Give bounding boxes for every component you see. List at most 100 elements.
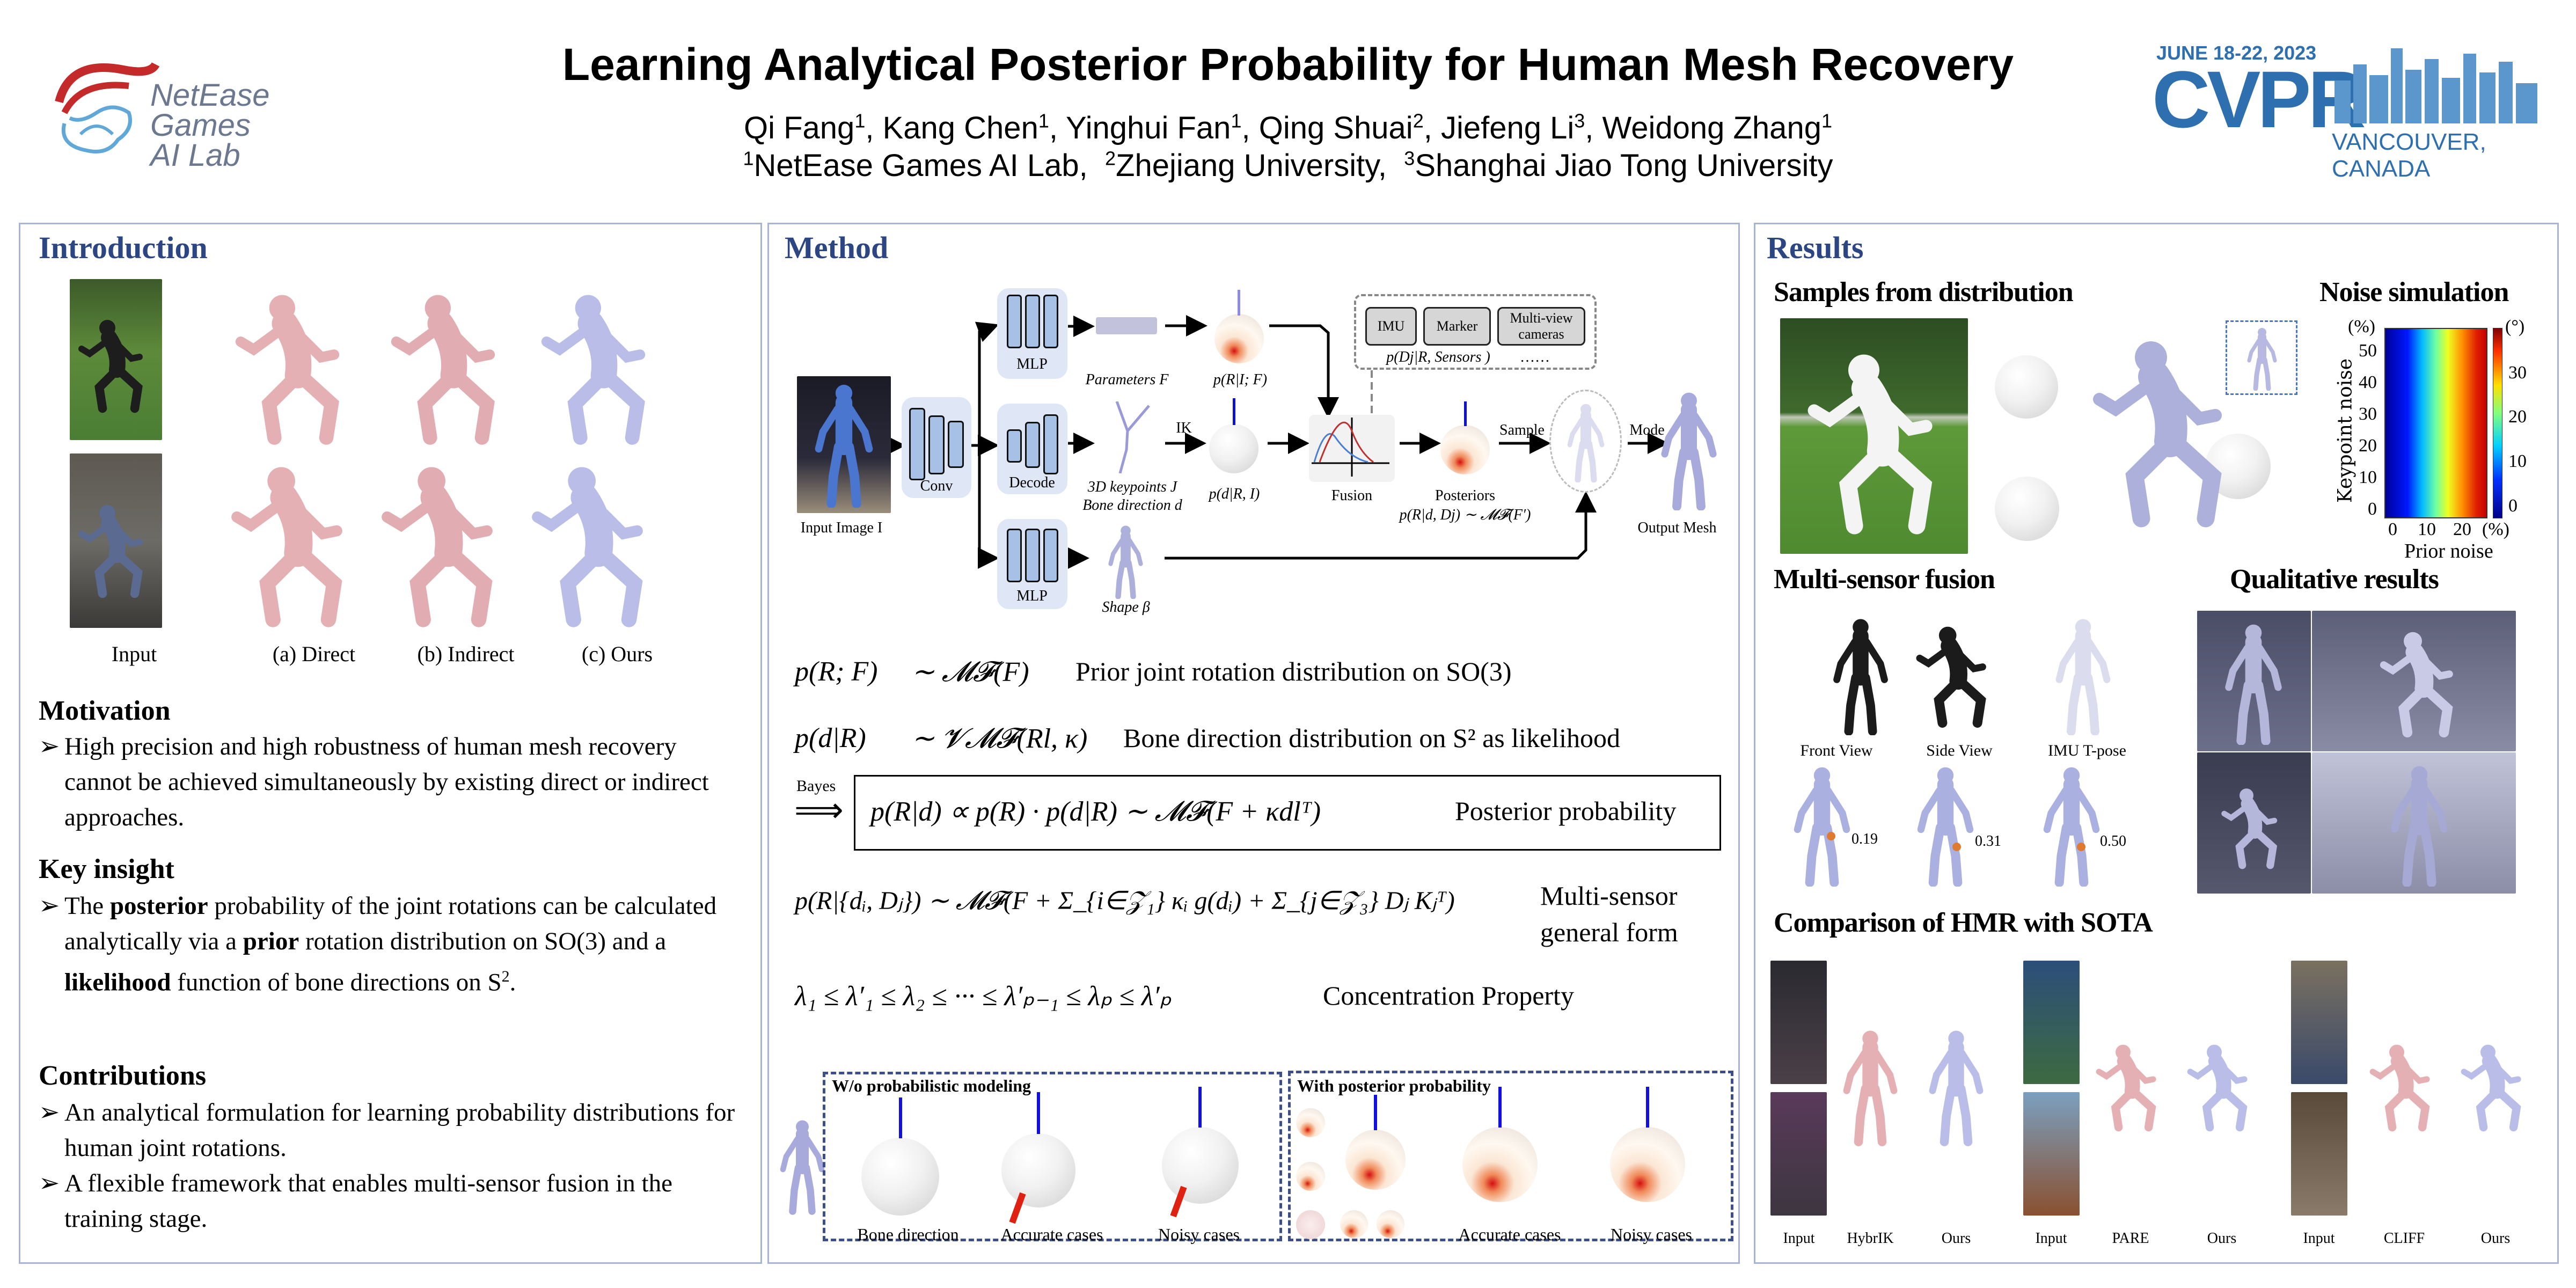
up-arrow-icon: [1198, 1087, 1202, 1128]
small-posterior-sphere: [1296, 1108, 1325, 1137]
athlete-figure-icon: [808, 382, 880, 508]
accurate-posterior-sphere: [1462, 1127, 1538, 1202]
affiliation: 1NetEase Games AI Lab,: [743, 148, 1088, 184]
bayes-label: Bayes: [796, 777, 836, 795]
posterior-equation: p(R|d) ∝ p(R) · p(d|R) ∼ 𝓜𝓕(F + κdlᵀ): [870, 796, 1321, 827]
keypoints-label: 3D keypoints J: [1087, 479, 1177, 495]
qualitative-image: [2197, 611, 2311, 751]
noise-heatmap: [2384, 328, 2487, 518]
up-arrow-icon: [1238, 290, 1240, 316]
mlp-label: MLP: [1016, 356, 1048, 372]
sota-input-photo: [2023, 961, 2080, 1084]
imu-tpose-label: IMU T-pose: [2048, 742, 2126, 759]
y-tick: 0: [2368, 499, 2377, 519]
mlp-label: MLP: [1016, 588, 1048, 604]
sota-label: CLIFF: [2383, 1230, 2425, 1247]
author: Kang Chen1,: [882, 110, 1066, 146]
author: Qing Shuai2,: [1258, 110, 1441, 146]
bone-direction-label: Bone direction: [857, 1225, 959, 1244]
decode-block: Decode: [997, 404, 1067, 494]
indirect-mesh-2: [370, 462, 521, 628]
without-probabilistic-title: W/o probabilistic modeling: [832, 1076, 1031, 1095]
y-tick: 20: [2359, 436, 2377, 456]
colorbar-tick: 20: [2508, 407, 2527, 427]
conference-name: CVPR: [2152, 54, 2366, 144]
skeleton-keypoints-icon: [1115, 401, 1150, 473]
prior-sphere: [1214, 314, 1264, 363]
brain-logo-icon: [55, 62, 160, 153]
fusion-weight-dot: [2077, 843, 2085, 851]
colorbar-unit: (°): [2505, 317, 2525, 336]
bullet-arrow-icon: ➢: [39, 733, 60, 760]
samples-heading: Samples from distribution: [1774, 277, 2074, 308]
conference-date: JUNE 18-22, 2023: [2156, 42, 2317, 64]
key-insight-bullet: ➢ The posterior probability of the joint…: [39, 888, 736, 1000]
colorbar-tick: 0: [2508, 496, 2518, 516]
cvpr-logo: JUNE 18-22, 2023 CVPR VANCOUVER, CANADA: [2152, 38, 2544, 182]
up-arrow-icon: [1646, 1087, 1649, 1128]
y-tick: 50: [2359, 341, 2377, 361]
output-mesh: [1649, 390, 1729, 510]
accurate-cases-label: Accurate cases: [1458, 1225, 1561, 1244]
samples-body-mesh: [2087, 316, 2248, 547]
results-panel: [1754, 223, 2559, 1264]
input-image: [797, 376, 891, 513]
y-tick: 10: [2359, 467, 2377, 487]
bullet-arrow-icon: ➢: [39, 1169, 60, 1197]
ours-mesh: [1927, 961, 1986, 1213]
key-insight-heading: Key insight: [39, 854, 174, 884]
sota-input-photo: [2291, 961, 2347, 1084]
author: Qi Fang1,: [744, 110, 883, 146]
results-heading: Results: [1767, 230, 1864, 265]
multi-sensor-desc-1: Multi-sensor: [1540, 881, 1678, 911]
contribution-bullet: ➢ An analytical formulation for learning…: [39, 1095, 736, 1166]
author: Jiefeng Li3,: [1440, 110, 1602, 146]
fusion-block: [1309, 415, 1395, 482]
ours-mesh: [2458, 961, 2533, 1213]
likelihood-equation-rhs: ∼ 𝓥𝓜𝓕(Rl, κ): [911, 723, 1088, 754]
person-figure-icon: [1802, 340, 1957, 544]
ik-label: IK: [1176, 420, 1192, 436]
logo-line-1: NetEase: [150, 78, 270, 113]
concentration-desc: Concentration Property: [1323, 980, 1574, 1011]
fusion-weight-value: 0.19: [1851, 831, 1878, 847]
cliff-mesh: [2367, 961, 2442, 1213]
affiliation: 2Zhejiang University,: [1105, 148, 1387, 184]
sampled-mesh-icon: [1559, 402, 1613, 482]
small-posterior-sphere: [1377, 1210, 1404, 1238]
qualitative-image: [2312, 752, 2516, 894]
netease-logo: NetEase Games AI Lab: [48, 43, 269, 172]
noisy-cases-label: Noisy cases: [1611, 1225, 1692, 1244]
tpose-inset: [2226, 320, 2297, 395]
author-list: Qi Fang1, Kang Chen1, Yinghui Fan1, Qing…: [0, 110, 2576, 146]
posterior-box: [854, 775, 1721, 851]
indirect-mesh-1: [370, 290, 531, 445]
input-photo-2: [70, 453, 162, 628]
fusion-weight-dot: [1952, 843, 1961, 851]
prior-equation-lhs: p(R; F): [795, 656, 878, 687]
ours-mesh-1: [515, 290, 687, 445]
shape-mesh: [1086, 524, 1165, 599]
author: Yinghui Fan1,: [1066, 110, 1259, 146]
caption-indirect: (b) Indirect: [417, 642, 515, 666]
sota-label: PARE: [2112, 1230, 2149, 1247]
x-tick: 20: [2453, 519, 2471, 539]
front-view-label: Front View: [1800, 742, 1873, 759]
sota-label: Input: [2035, 1230, 2067, 1247]
input-photo-1: [70, 279, 162, 440]
conv-block: Conv: [902, 397, 971, 498]
posterior-sphere: [1440, 425, 1490, 474]
up-arrow-icon: [1498, 1087, 1502, 1128]
skeleton-fusion-3: [2021, 764, 2123, 887]
likelihood-label: p(d|R, I): [1209, 486, 1260, 502]
poster-title: Learning Analytical Posterior Probabilit…: [562, 39, 2014, 90]
multi-sensor-equation: p(R|{dᵢ, Dⱼ}) ∼ 𝓜𝓕(F + Σ_{i∈𝒵₁} κᵢ g(dᵢ)…: [795, 887, 1455, 915]
fusion-weight-value: 0.31: [1975, 833, 2001, 850]
sota-input-photo: [2023, 1092, 2080, 1216]
side-view-label: Side View: [1926, 742, 1993, 759]
samples-cloud: [1549, 390, 1622, 493]
bone-direction-sphere: [861, 1138, 939, 1216]
y-axis-unit: (%): [2348, 317, 2375, 336]
y-tick: 30: [2359, 404, 2377, 424]
mlp-bottom-block: MLP: [997, 519, 1067, 609]
